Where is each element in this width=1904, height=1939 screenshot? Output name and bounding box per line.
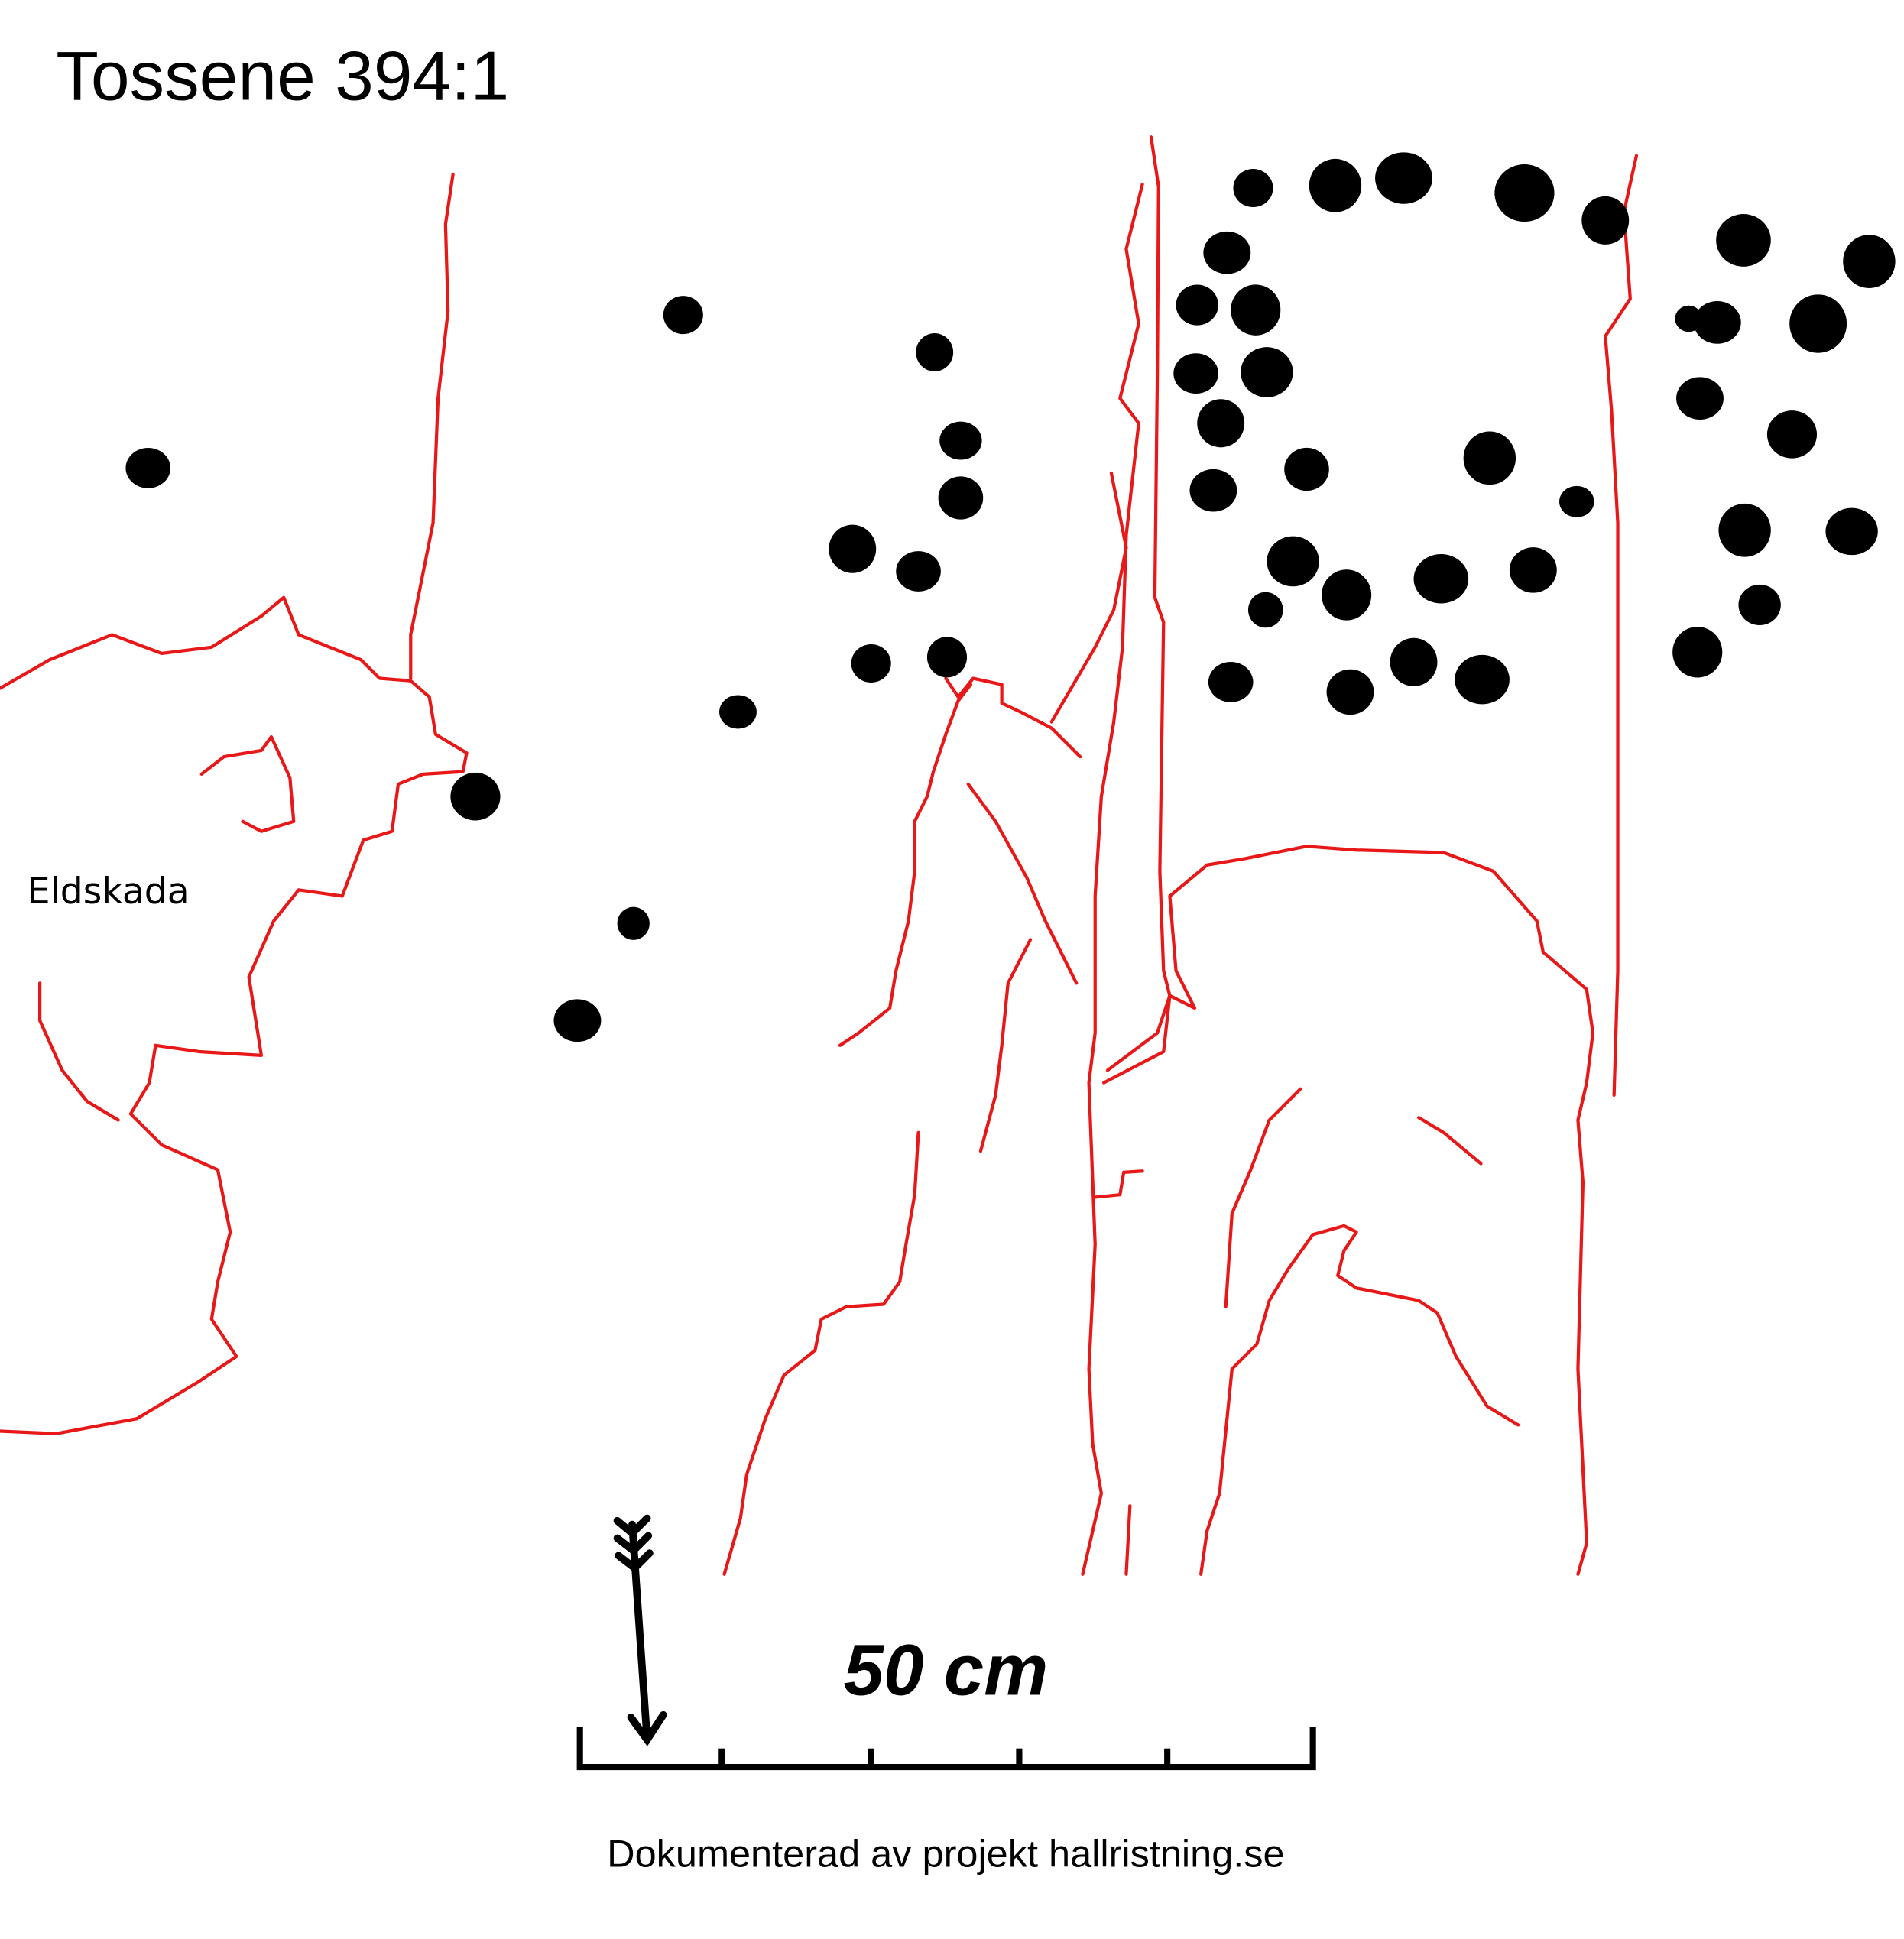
crack-line bbox=[37, 981, 120, 1122]
crack-line bbox=[1049, 471, 1128, 724]
crack-line bbox=[409, 173, 455, 680]
cup-mark bbox=[926, 637, 968, 678]
cup-mark bbox=[663, 296, 703, 335]
crack-line bbox=[978, 938, 1033, 1153]
cup-mark bbox=[1825, 507, 1878, 556]
crack-line bbox=[1093, 1169, 1144, 1199]
crack-line bbox=[1102, 845, 1595, 1576]
cup-mark bbox=[1284, 447, 1329, 491]
scale-bar bbox=[576, 1727, 1316, 1771]
cup-mark bbox=[1455, 654, 1510, 705]
cup-mark bbox=[1843, 235, 1896, 288]
north-arrow-icon bbox=[613, 1514, 667, 1746]
rock-cracks bbox=[0, 135, 1639, 1576]
cup-mark bbox=[1241, 347, 1293, 397]
credit-text: Dokumenterad av projekt hallristning.se bbox=[607, 1831, 1284, 1875]
cup-mark bbox=[1322, 569, 1372, 621]
cup-mark bbox=[916, 333, 954, 371]
cup-mark bbox=[1233, 169, 1273, 208]
cup-mark bbox=[1197, 399, 1245, 448]
crack-line bbox=[838, 683, 973, 1047]
cup-mark bbox=[1559, 485, 1594, 517]
cup-marks bbox=[125, 152, 1896, 1042]
scale-label: 50 cm bbox=[843, 1631, 1048, 1711]
cup-mark bbox=[851, 644, 891, 683]
cup-mark bbox=[450, 772, 501, 821]
cup-mark bbox=[1716, 214, 1771, 267]
cup-mark bbox=[1208, 662, 1254, 702]
cup-mark bbox=[1738, 584, 1781, 626]
crack-line bbox=[1124, 1504, 1132, 1576]
crack-line bbox=[1081, 183, 1144, 1576]
crack-line bbox=[1416, 1116, 1483, 1166]
crack-line bbox=[1604, 154, 1639, 1098]
crack-line bbox=[966, 782, 1079, 985]
cup-mark bbox=[1672, 627, 1723, 678]
cup-mark bbox=[1789, 294, 1847, 353]
cup-mark bbox=[1375, 152, 1432, 204]
crack-line bbox=[1105, 135, 1172, 1072]
crack-line bbox=[1224, 1087, 1302, 1308]
cup-mark bbox=[939, 421, 982, 460]
cup-mark bbox=[1326, 669, 1374, 715]
cup-mark bbox=[829, 524, 877, 573]
cup-mark bbox=[1494, 164, 1555, 222]
cup-mark bbox=[1309, 158, 1362, 212]
cup-mark bbox=[1718, 503, 1771, 557]
cup-mark bbox=[719, 695, 757, 729]
cup-mark bbox=[938, 476, 984, 520]
crack-line bbox=[944, 676, 1082, 759]
cup-mark bbox=[1173, 353, 1218, 394]
cup-mark bbox=[617, 906, 650, 940]
cup-mark bbox=[125, 447, 171, 488]
cup-mark bbox=[1247, 592, 1283, 628]
crack-line bbox=[199, 734, 296, 833]
cup-mark bbox=[1189, 469, 1237, 512]
cup-mark bbox=[1581, 196, 1630, 245]
cup-mark bbox=[1509, 547, 1557, 593]
cup-mark bbox=[553, 999, 602, 1042]
cup-mark bbox=[1766, 410, 1818, 459]
cup-mark bbox=[1203, 231, 1251, 274]
cup-mark bbox=[896, 551, 941, 592]
cup-mark bbox=[1413, 554, 1469, 604]
fire-damage-label: Eldskada bbox=[28, 871, 190, 913]
crack-line bbox=[1199, 1224, 1520, 1576]
cup-mark bbox=[1693, 301, 1741, 344]
cup-mark bbox=[1463, 431, 1516, 485]
crack-line bbox=[722, 1130, 920, 1576]
cup-mark bbox=[1231, 284, 1281, 336]
cup-mark bbox=[1267, 536, 1319, 587]
cup-mark bbox=[1390, 637, 1438, 686]
cup-mark bbox=[1675, 305, 1703, 332]
page-title: Tossene 394:1 bbox=[56, 37, 509, 115]
cup-mark bbox=[1176, 284, 1218, 326]
fire-damage-outline bbox=[0, 595, 469, 1435]
cup-mark bbox=[1676, 377, 1724, 420]
